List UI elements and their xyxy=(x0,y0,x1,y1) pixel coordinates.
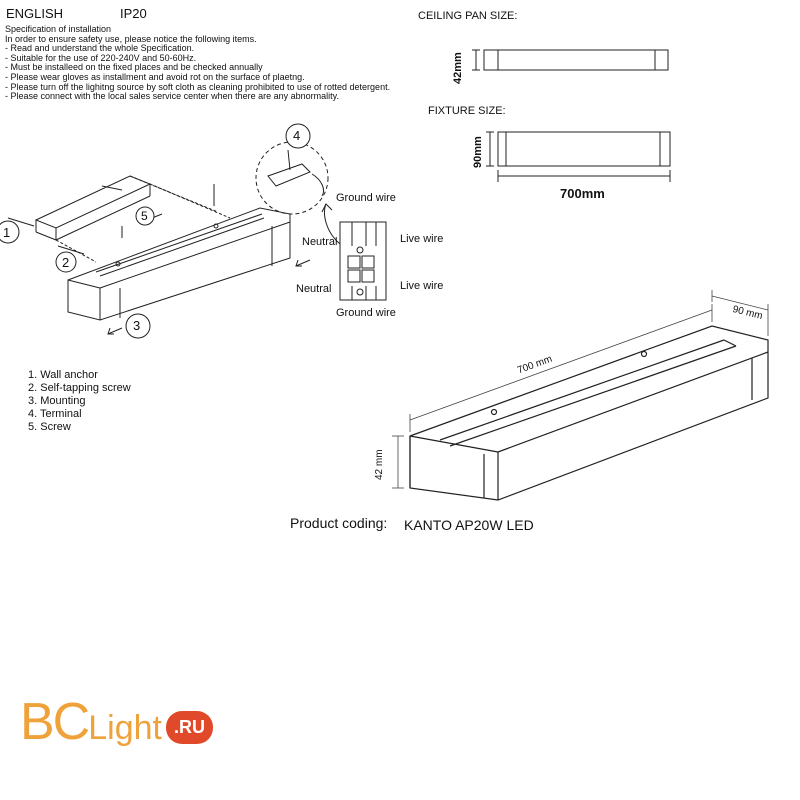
parts-legend: 1. Wall anchor 2. Self-tapping screw 3. … xyxy=(28,369,131,434)
callout-1-group xyxy=(0,220,20,244)
live-wire-lower-label: Live wire xyxy=(400,280,444,292)
logo-ru: .RU xyxy=(165,711,213,744)
specification-line: - Read and understand the whole Specific… xyxy=(5,43,195,54)
specification-title: Specification of installation xyxy=(5,24,112,34)
logo-bc: BC xyxy=(20,693,90,751)
callout-4: 4 xyxy=(293,128,301,143)
product-coding-label: Product coding: xyxy=(290,515,388,531)
ground-wire-top-label: Ground wire xyxy=(336,192,396,204)
legend-item: 1. Wall anchor xyxy=(28,369,98,381)
legend-item: 4. Terminal xyxy=(28,408,82,420)
product-coding-value: KANTO AP20W LED xyxy=(404,517,534,533)
legend-item: 5. Screw xyxy=(28,421,71,433)
callout-5: 5 xyxy=(141,209,148,223)
product-height-label: 42 mm xyxy=(374,449,385,480)
live-wire-upper-label: Live wire xyxy=(400,233,444,245)
language-heading: ENGLISH xyxy=(6,6,64,21)
specification-line: - Suitable for the use of 220-240V and 5… xyxy=(5,52,197,63)
legend-item: 2. Self-tapping screw xyxy=(28,382,131,394)
specification-line: In order to ensure safety use, please no… xyxy=(5,33,257,44)
fixture-width-label: 700mm xyxy=(560,186,605,201)
ip-rating: IP20 xyxy=(120,6,147,21)
callout-2: 2 xyxy=(62,255,70,270)
specification-line: - Please turn off the lighitng source by… xyxy=(5,81,391,92)
specification-line: - Please connect with the local sales se… xyxy=(5,91,340,102)
specification-line: - Must be installeed on the fixed places… xyxy=(5,62,263,73)
ground-wire-bottom-label: Ground wire xyxy=(336,307,396,319)
specification-block: Specification of installation In order t… xyxy=(5,24,391,102)
callout-1: 1 xyxy=(3,225,11,240)
callout-3: 3 xyxy=(133,318,141,333)
legend-item: 3. Mounting xyxy=(28,395,86,407)
bclight-logo: BCLight.RU xyxy=(20,692,213,756)
fixture-size-label: FIXTURE SIZE: xyxy=(428,105,506,117)
neutral-upper-label: Neutral xyxy=(302,236,338,248)
logo-light: Light xyxy=(88,709,162,747)
specification-line: - Please wear gloves as installment and … xyxy=(5,71,305,82)
ceiling-pan-label: CEILING PAN SIZE: xyxy=(418,10,518,22)
neutral-lower-label: Neutral xyxy=(296,283,332,295)
